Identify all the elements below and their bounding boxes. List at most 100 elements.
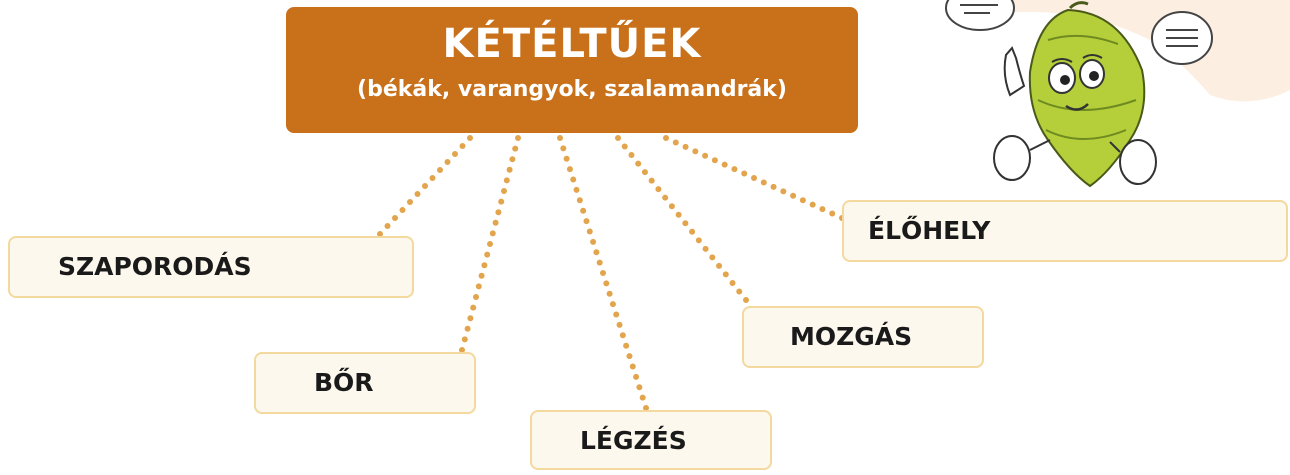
topic-label-legzes: LÉGZÉS — [580, 426, 687, 455]
topic-subtitle: (békák, varangyok, szalamandrák) — [357, 77, 787, 102]
connector-dot-legzes — [563, 155, 570, 162]
connector-dot-szaporodas — [384, 223, 391, 229]
connector-dot-legzes — [626, 353, 633, 360]
connector-dot-bor — [512, 145, 519, 152]
connector-dot-bor — [461, 336, 468, 343]
connector-dot-legzes — [600, 270, 606, 276]
connector-dot-legzes — [586, 228, 593, 235]
connector-dot-szaporodas — [407, 199, 413, 205]
connector-dot-szaporodas — [467, 135, 473, 141]
connector-dot-legzes — [576, 197, 583, 204]
connector-dot-elohely — [741, 170, 748, 177]
connector-dot-elohely — [692, 148, 699, 155]
connector-dot-elohely — [682, 143, 689, 150]
connector-dot-mozgas — [682, 220, 689, 227]
connector-dot-mozgas — [662, 194, 669, 201]
connector-dot-elohely — [702, 152, 709, 159]
connector-dot-szaporodas — [452, 151, 458, 157]
connector-dot-legzes — [596, 259, 603, 266]
connector-dot-mozgas — [689, 228, 696, 235]
connector-dot-legzes — [570, 176, 577, 183]
connector-dot-legzes — [566, 166, 573, 173]
connector-dot-bor — [481, 262, 488, 269]
connector-dot-legzes — [557, 135, 563, 141]
topic-box-elohely: ÉLŐHELY — [842, 200, 1288, 262]
topic-box-szaporodas: SZAPORODÁS — [8, 236, 414, 298]
connector-dot-elohely — [721, 161, 728, 168]
hop-cone-character-icon — [945, 0, 1290, 188]
topic-box-legzes: LÉGZÉS — [530, 410, 772, 470]
connector-dot-elohely — [780, 188, 787, 195]
connector-dot-szaporodas — [437, 167, 443, 173]
connector-dot-elohely — [760, 179, 767, 186]
connector-dot-szaporodas — [392, 215, 398, 221]
connector-dot-bor — [515, 135, 521, 141]
connector-dot-legzes — [606, 290, 613, 297]
topic-box-bor: BŐR — [254, 352, 476, 414]
connector-dot-bor — [487, 241, 493, 247]
connector-dot-bor — [503, 177, 510, 184]
connector-dot-legzes — [573, 186, 580, 193]
connector-dot-legzes — [560, 145, 567, 152]
connector-dot-bor — [459, 347, 465, 353]
connector-dot-bor — [495, 209, 502, 216]
connector-dot-mozgas — [628, 152, 635, 159]
topic-label-elohely: ÉLŐHELY — [868, 216, 991, 245]
connector-dot-mozgas — [709, 254, 716, 261]
connector-dot-bor — [489, 230, 496, 237]
connector-dot-mozgas — [716, 262, 723, 269]
connector-dot-legzes — [639, 394, 646, 401]
connector-dot-mozgas — [743, 297, 749, 303]
connector-dot-szaporodas — [459, 143, 466, 149]
connector-dot-mozgas — [695, 237, 702, 244]
connector-dot-legzes — [616, 321, 623, 328]
connector-dot-bor — [464, 325, 471, 332]
connector-dot-elohely — [731, 166, 738, 173]
topic-label-szaporodas: SZAPORODÁS — [58, 252, 252, 281]
connector-dot-bor — [467, 315, 474, 322]
connector-dot-bor — [506, 166, 513, 173]
connector-dot-legzes — [613, 311, 620, 318]
connector-dot-szaporodas — [429, 175, 436, 181]
connector-dot-mozgas — [675, 211, 682, 218]
connector-dot-szaporodas — [422, 183, 428, 189]
connector-dot-legzes — [629, 363, 636, 370]
connector-dot-legzes — [593, 249, 600, 256]
connector-dot-elohely — [819, 206, 826, 213]
connector-dot-legzes — [636, 384, 643, 391]
connector-dot-mozgas — [736, 288, 743, 295]
connector-dot-mozgas — [635, 160, 642, 167]
connector-dot-legzes — [633, 373, 640, 380]
connector-dot-elohely — [799, 197, 806, 204]
connector-dot-layer — [377, 135, 845, 411]
connector-dot-mozgas — [648, 177, 655, 184]
connector-dot-bor — [484, 251, 491, 258]
connector-dot-elohely — [711, 157, 718, 164]
connector-dot-legzes — [643, 405, 649, 411]
connector-dot-legzes — [583, 218, 590, 225]
connector-dot-elohely — [663, 135, 669, 141]
connector-dot-legzes — [603, 280, 610, 287]
connector-dot-legzes — [590, 238, 597, 245]
connector-dot-bor — [470, 304, 477, 311]
connector-dot-bor — [492, 219, 499, 226]
connector-dot-bor — [498, 198, 505, 205]
connector-dot-szaporodas — [377, 231, 383, 237]
connector-dot-legzes — [623, 342, 630, 349]
connector-dot-szaporodas — [399, 207, 406, 213]
topic-title: KÉTÉLTŰEK — [442, 21, 702, 67]
connector-dot-elohely — [770, 183, 777, 190]
connector-dot-legzes — [619, 332, 626, 339]
connector-dot-mozgas — [668, 203, 675, 210]
connector-dot-szaporodas — [414, 191, 421, 197]
connector-dot-mozgas — [702, 245, 709, 252]
connector-dot-mozgas — [621, 143, 628, 150]
topic-box-mozgas: MOZGÁS — [742, 306, 984, 368]
connector-dot-bor — [473, 294, 479, 300]
topic-label-bor: BŐR — [314, 368, 374, 397]
connector-dot-elohely — [672, 139, 679, 146]
connector-dot-elohely — [751, 175, 757, 181]
topic-label-mozgas: MOZGÁS — [790, 322, 913, 351]
connector-dot-legzes — [580, 207, 587, 214]
